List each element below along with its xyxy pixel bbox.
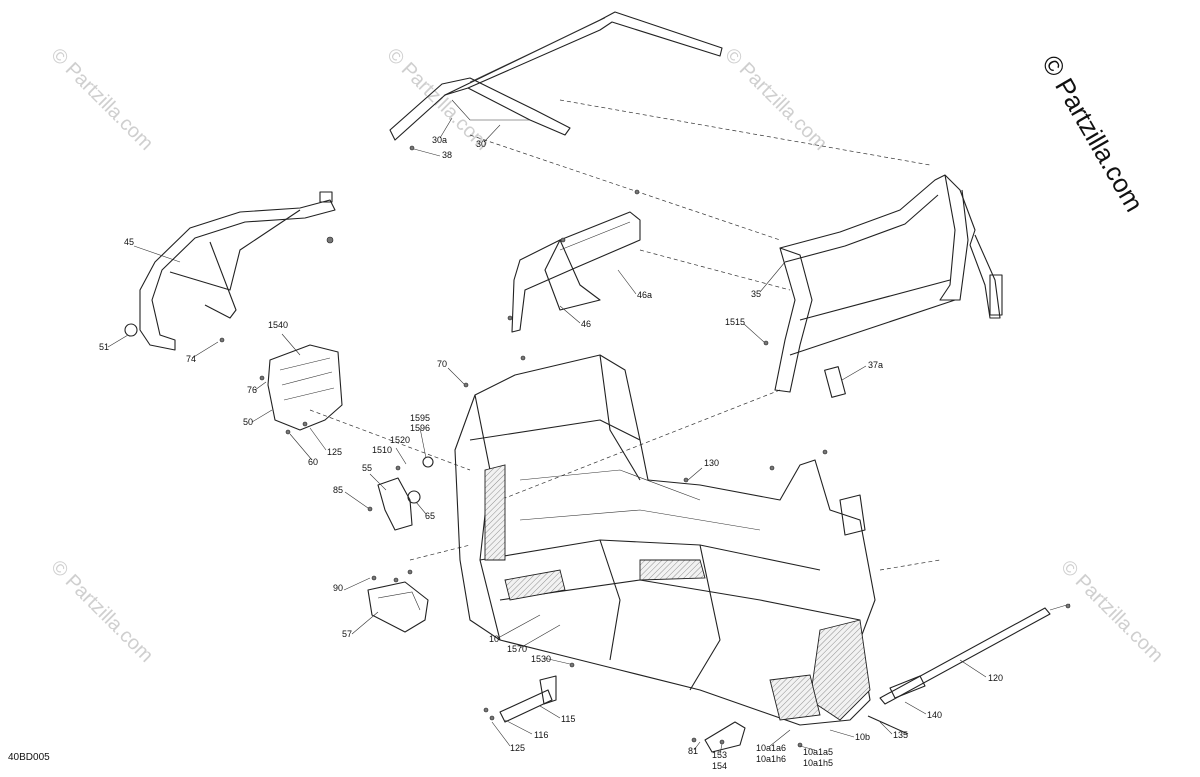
callout-label: 135 (893, 730, 908, 740)
bracket-46 (511, 211, 641, 333)
callout-label: 57 (342, 629, 352, 639)
leader-lines (107, 117, 987, 755)
callout-label: 1530 (531, 654, 551, 664)
callout-label: 30 (476, 139, 486, 149)
callout-label: 60 (308, 457, 318, 467)
callout-label: 1515 (725, 317, 745, 327)
callout-label: 37a (868, 360, 883, 370)
callout-label: 154 (712, 761, 727, 771)
callout-label: 1596 (410, 423, 430, 433)
callout-label: 140 (927, 710, 942, 720)
callout-label: 46 (581, 319, 591, 329)
bracket-153 (691, 721, 746, 753)
mount-57 (367, 569, 429, 633)
side-rail-120 (879, 603, 1071, 705)
callout-label: 55 (362, 463, 372, 473)
callout-label: 120 (988, 673, 1003, 683)
callout-label: 46a (637, 290, 652, 300)
callout-label: 10a1h5 (803, 758, 833, 768)
callout-label: 30a (432, 135, 447, 145)
front-tube-45 (124, 191, 336, 351)
assembly-lines (309, 99, 941, 571)
callout-label: 1510 (372, 445, 392, 455)
callout-label: 10a1a5 (803, 747, 833, 757)
callout-labels: 30a 30 38 45 51 74 1540 76 50 125 60 46a 46 35 1515 37a… (99, 135, 1003, 771)
hardware (219, 145, 1071, 748)
callout-label: 10a1h6 (756, 754, 786, 764)
callout-label: 76 (247, 385, 257, 395)
callout-label: 38 (442, 150, 452, 160)
plate-assembly-50 (259, 344, 343, 435)
callout-label: 1520 (390, 435, 410, 445)
callout-label: 90 (333, 583, 343, 593)
callout-label: 115 (561, 714, 575, 724)
callout-label: 1570 (507, 644, 527, 654)
callout-label: 130 (704, 458, 719, 468)
roof-tube-30 (389, 11, 723, 141)
callout-label: 45 (124, 237, 134, 247)
callout-label: 10b (855, 732, 870, 742)
callout-label: 10 (489, 634, 499, 644)
callout-label: 74 (186, 354, 196, 364)
callout-label: 116 (534, 730, 548, 740)
callout-label: 1540 (268, 320, 288, 330)
callout-label: 1595 (410, 413, 430, 423)
callout-label: 125 (327, 447, 342, 457)
callout-label: 81 (688, 746, 698, 756)
callout-label: 125 (510, 743, 525, 753)
roll-cage-35 (774, 174, 1003, 398)
callout-label: 10a1a6 (756, 743, 786, 753)
bracket-115 (483, 675, 557, 723)
callout-label: 51 (99, 342, 109, 352)
mount-55 (377, 456, 434, 531)
diagram-id: 40BD005 (8, 752, 50, 763)
callout-label: 70 (437, 359, 447, 369)
callout-label: 153 (712, 750, 727, 760)
callout-label: 65 (425, 511, 435, 521)
callout-label: 35 (751, 289, 761, 299)
main-frame-10 (454, 354, 876, 726)
callout-label: 50 (243, 417, 253, 427)
rod-135 (867, 715, 909, 735)
callout-label: 85 (333, 485, 343, 495)
